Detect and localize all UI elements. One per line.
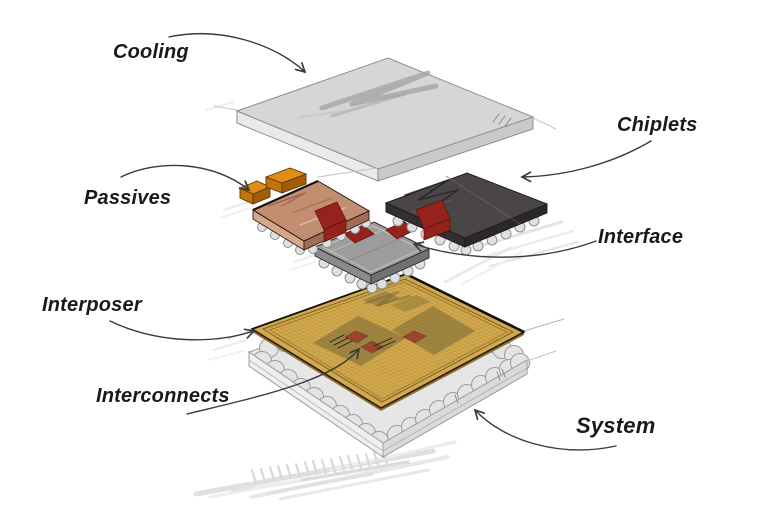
interconnect-traces <box>329 334 396 350</box>
label-passives: Passives <box>84 187 172 209</box>
interposer-sheet <box>227 272 565 411</box>
passives-arrow <box>120 164 249 190</box>
lid-scribble <box>319 70 439 111</box>
interconnects-arrow <box>186 349 359 415</box>
passive-component <box>238 180 272 205</box>
label-system: System <box>576 413 656 438</box>
label-cooling: Cooling <box>113 41 189 63</box>
cooling-arrow <box>168 33 305 72</box>
interposer-die-region <box>391 295 431 312</box>
passive-component <box>264 167 308 194</box>
interface-arrow <box>414 240 597 258</box>
passives-die-pad <box>323 219 347 243</box>
cooling-lid <box>213 57 557 182</box>
label-interconnects: Interconnects <box>96 385 230 407</box>
label-interposer: Interposer <box>42 294 142 316</box>
label-chiplets: Chiplets <box>617 114 698 136</box>
chiplets-arrow <box>522 140 652 177</box>
chiplet-die <box>384 172 549 256</box>
passives-die <box>238 167 371 255</box>
interposer-arrow <box>109 320 254 341</box>
interposer-die-region <box>392 306 475 355</box>
label-interface: Interface <box>598 226 684 248</box>
chiplet-pad <box>423 218 451 241</box>
system-arrow <box>475 410 617 451</box>
interconnect-pad <box>344 330 369 344</box>
interconnect-pad <box>402 330 427 344</box>
interposer-die-region <box>363 291 400 307</box>
